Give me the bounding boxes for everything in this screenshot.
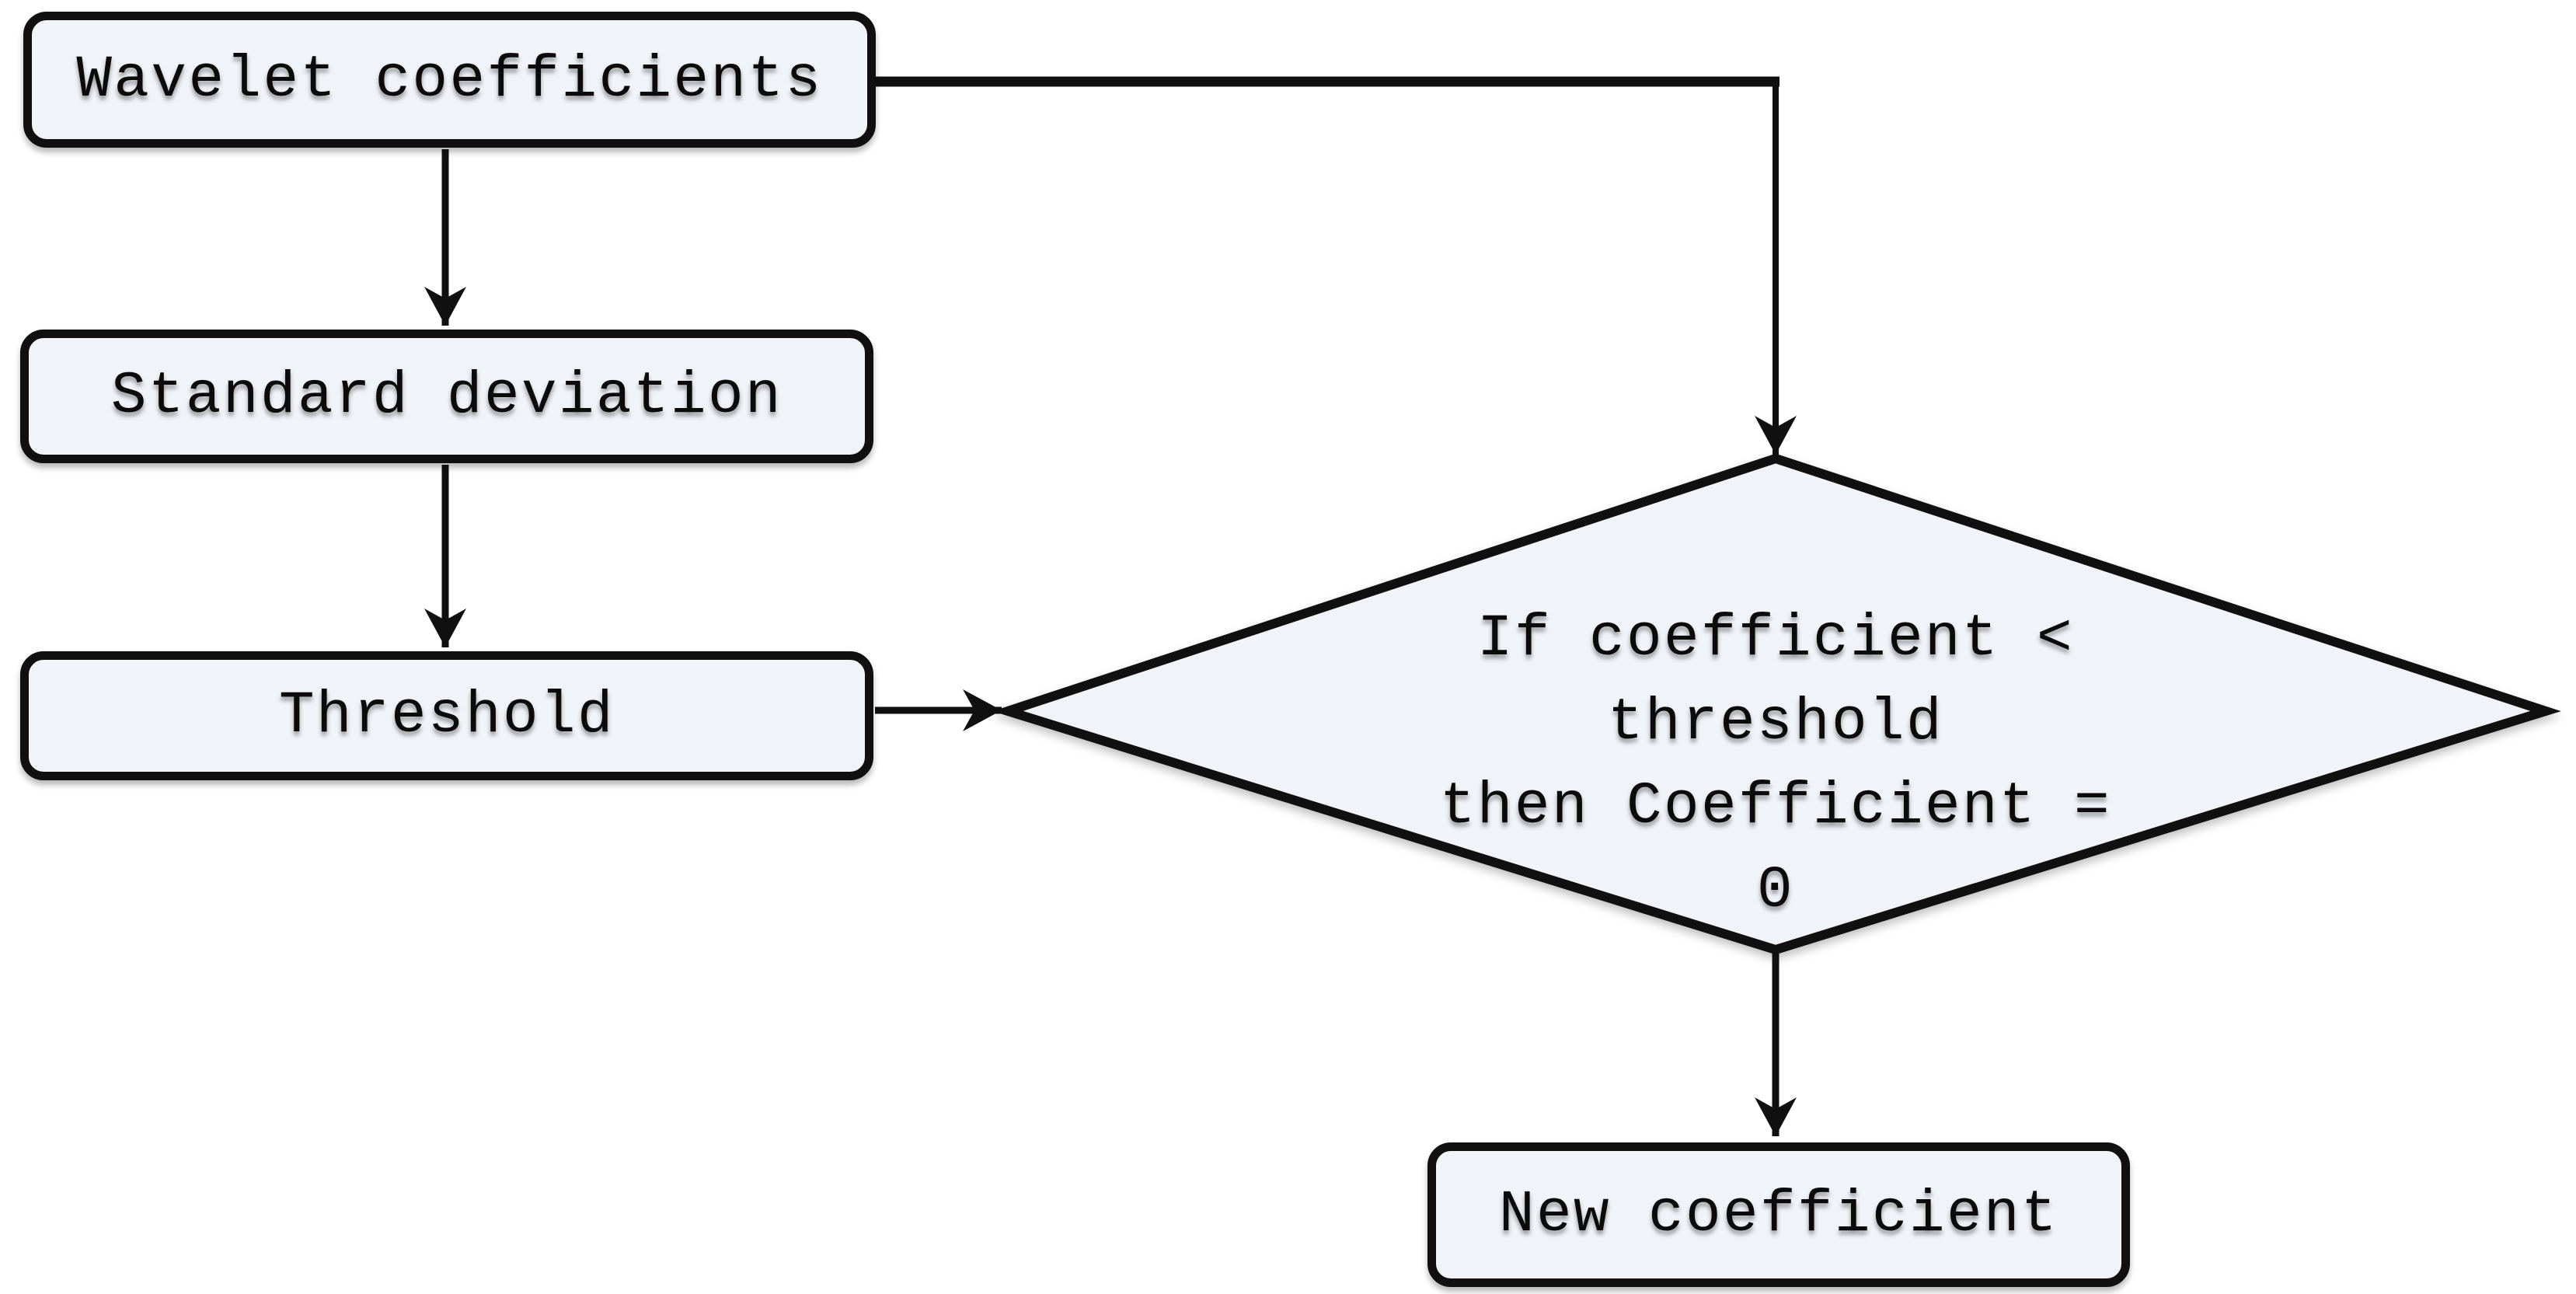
decision-line-3: then Coefficient = <box>1439 773 2112 840</box>
decision-line-4: 0 <box>1756 857 1794 924</box>
node-new-coefficient: New coefficient <box>1427 1142 2130 1287</box>
decision-diamond-shape <box>992 453 2561 955</box>
decision-line-1: If coefficient < <box>1476 605 2075 672</box>
node-threshold-label: Threshold <box>278 682 615 749</box>
node-new-coefficient-label: New coefficient <box>1498 1181 2059 1248</box>
node-standard-deviation-label: Standard deviation <box>110 363 783 430</box>
decision-line-2: threshold <box>1607 689 1944 756</box>
node-threshold: Threshold <box>20 651 873 780</box>
node-standard-deviation: Standard deviation <box>20 330 873 463</box>
node-wavelet-coefficients-label: Wavelet coefficients <box>76 46 823 113</box>
node-wavelet-coefficients: Wavelet coefficients <box>23 12 876 148</box>
node-decision-text: If coefficient < threshold then Coeffici… <box>1154 597 2397 933</box>
